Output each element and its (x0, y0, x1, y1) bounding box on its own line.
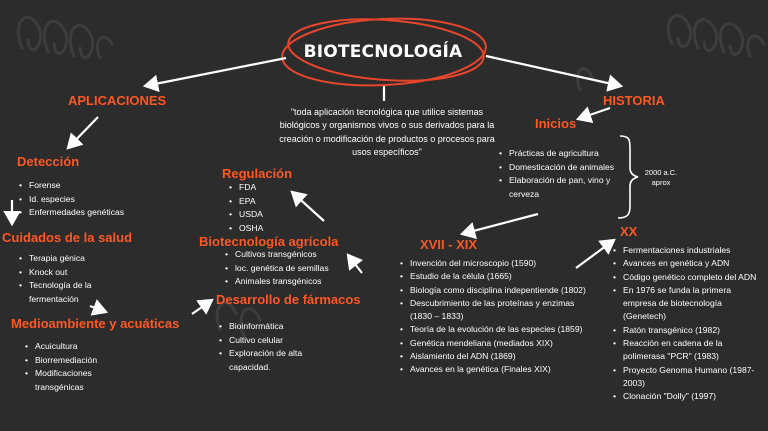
list-item: Aislamiento del ADN (1869) (400, 350, 590, 364)
regulacion-list: FDA EPA USDA OSHA (229, 181, 309, 235)
agricola-list: Cultivos transgénicos loc. genética de s… (225, 248, 365, 289)
list-item: Estudio de la célula (1665) (400, 270, 590, 284)
list-item: Terapia génica (19, 252, 129, 266)
historia-heading: HISTORIA (603, 93, 665, 108)
list-item: Biorremediación (25, 354, 125, 368)
list-item: FDA (229, 181, 309, 195)
list-item: Invención del microscopio (1590) (400, 257, 590, 271)
list-item: Exploración de alta capacidad. (219, 347, 323, 374)
inicios-heading: Inicios (535, 116, 577, 131)
list-item: Tecnología de la fermentación (19, 279, 129, 306)
list-item: Prácticas de agricultura (499, 147, 625, 161)
list-item: Id. especies (19, 193, 169, 207)
list-item: Cultivo celular (219, 334, 323, 348)
title-ellipse (281, 17, 487, 87)
page-title: BIOTECNOLOGÍA (303, 42, 463, 62)
list-item: Clonación "Dolly" (1997) (613, 390, 765, 404)
inicios-date-note: 2000 a.C. aprox (644, 168, 678, 187)
inicios-brace (617, 135, 639, 219)
list-item: Enfermedades genéticas (19, 206, 169, 220)
inicios-list: Prácticas de agricultura Domesticación d… (499, 147, 625, 201)
list-item: loc. genética de semillas (225, 262, 365, 276)
list-item: Biología como disciplina indepentiende (… (400, 284, 590, 298)
list-item: Reacción en cadena de la polimerasa "PCR… (613, 337, 765, 364)
list-item: EPA (229, 195, 309, 209)
farmacos-list: Bioinformática Cultivo celular Exploraci… (219, 320, 323, 374)
definition-text: "toda aplicación tecnológica que utilice… (279, 107, 495, 157)
medioambiente-heading: Medioambiente y acuáticas (11, 316, 180, 331)
list-item: Knock out (19, 266, 129, 280)
agricola-heading: Biotecnología agrícola (199, 234, 339, 249)
list-item: Bioinformática (219, 320, 323, 334)
deteccion-heading: Detección (17, 154, 80, 169)
list-item: Ratón transgénico (1982) (613, 324, 765, 338)
salud-list: Terapia génica Knock out Tecnología de l… (19, 252, 129, 306)
doodle-top-right (666, 14, 766, 58)
list-item: Genética mendeliana (mediados XIX) (400, 337, 590, 351)
list-item: Domesticación de animales (499, 161, 625, 175)
medioambiente-list: Acuicultura Biorremediación Modificacion… (25, 340, 125, 394)
xx-heading: XX (620, 224, 638, 239)
list-item: Forense (19, 179, 169, 193)
list-item: Proyecto Genoma Humano (1987-2003) (613, 364, 765, 391)
xx-list: Fermentaciones industriales Avances en g… (613, 244, 765, 404)
xvii-list: Invención del microscopio (1590) Estudio… (400, 257, 590, 377)
list-item: Fermentaciones industriales (613, 244, 765, 258)
list-item: Avances en genética y ADN (613, 257, 765, 271)
aplicaciones-heading: APLICACIONES (68, 93, 167, 108)
list-item: USDA (229, 208, 309, 222)
list-item: En 1976 se funda la primera empresa de b… (613, 284, 765, 324)
list-item: Código genético completo del ADN (613, 271, 765, 285)
regulacion-heading: Regulación (222, 166, 293, 181)
list-item: Animales transgénicos (225, 275, 365, 289)
farmacos-heading: Desarrollo de fármacos (216, 292, 361, 307)
doodle-top-left (16, 15, 114, 60)
list-item: Elaboración de pan, vino y cerveza (499, 174, 625, 201)
list-item: OSHA (229, 222, 309, 236)
list-item: Teoría de la evolución de las especies (… (400, 323, 590, 337)
salud-heading: Cuidados de la salud (2, 230, 133, 245)
list-item: Modificaciones transgénicas (25, 367, 125, 394)
xvii-heading: XVII - XIX (420, 237, 478, 252)
list-item: Avances en la genética (Finales XIX) (400, 363, 590, 377)
list-item: Cultivos transgénicos (225, 248, 365, 262)
deteccion-list: Forense Id. especies Enfermedades genéti… (19, 179, 169, 220)
list-item: Descubrimiento de las proteínas y enzima… (400, 297, 590, 324)
list-item: Acuicultura (25, 340, 125, 354)
